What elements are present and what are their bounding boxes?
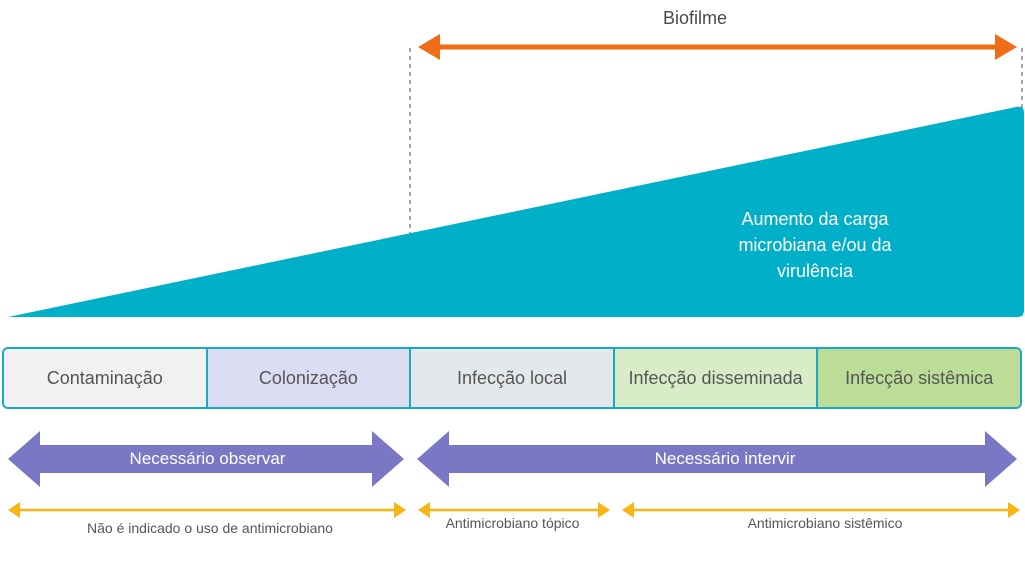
microbial-load-triangle xyxy=(8,106,1024,317)
topical-antimicrobial-arrow xyxy=(418,502,610,518)
systemic-antimicrobial-arrow xyxy=(622,502,1020,518)
systemic-antimicrobial-label: Antimicrobiano sistêmico xyxy=(747,515,903,531)
stage-systemic-infection: Infecção sistêmica xyxy=(818,349,1020,407)
infection-stages-bar: Contaminação Colonização Infecção local … xyxy=(2,347,1022,409)
biofilm-label: Biofilme xyxy=(662,8,728,28)
observe-arrow xyxy=(8,431,404,487)
topical-antimicrobial-label: Antimicrobiano tópico xyxy=(445,515,580,531)
stage-local-infection: Infecção local xyxy=(411,349,615,407)
microbial-load-label: Aumento da carga microbiana e/ou da viru… xyxy=(738,209,892,281)
observe-label: Necessário observar xyxy=(129,449,286,468)
no-antimicrobial-arrow xyxy=(8,502,406,518)
stage-colonization: Colonização xyxy=(207,349,412,407)
stage-contamination: Contaminação xyxy=(4,349,208,407)
intervene-arrow xyxy=(417,431,1017,487)
biofilm-arrow xyxy=(418,34,1017,60)
no-antimicrobial-label: Não é indicado o uso de antimicrobiano xyxy=(87,520,333,536)
stage-spreading-infection: Infecção disseminada xyxy=(614,349,819,407)
intervene-label: Necessário intervir xyxy=(654,449,796,468)
